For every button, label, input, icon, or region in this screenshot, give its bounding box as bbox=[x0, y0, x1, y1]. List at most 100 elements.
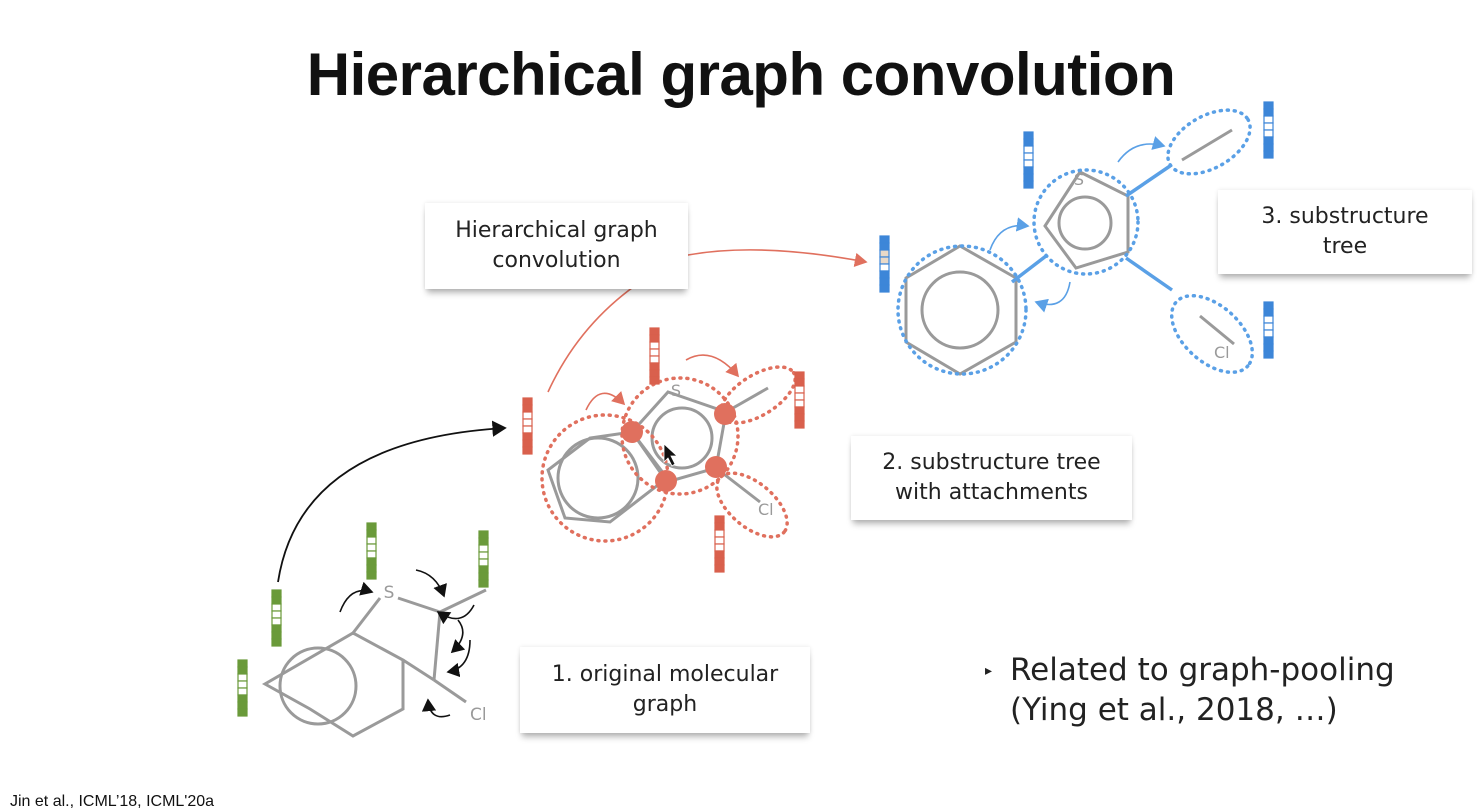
feature-cell bbox=[478, 537, 489, 546]
benzene-inner-circle-2 bbox=[556, 436, 640, 520]
feature-cell bbox=[1023, 159, 1034, 168]
slide-title: Hierarchical graph convolution bbox=[306, 41, 1176, 108]
methyl-node-line bbox=[1181, 128, 1233, 162]
original-molecule bbox=[261, 588, 487, 738]
feature-cell bbox=[714, 529, 725, 538]
chlorine-label: Cl bbox=[470, 705, 487, 725]
feature-cell bbox=[794, 406, 805, 415]
feature-cell bbox=[649, 376, 660, 385]
citation: Jin et al., ICML’18, ICML'20a bbox=[10, 793, 215, 810]
bond-2 bbox=[397, 596, 441, 614]
feature-cell bbox=[237, 659, 248, 668]
feature-cell bbox=[478, 544, 489, 553]
methyl-cluster-node bbox=[1166, 108, 1252, 176]
thiophene-inner-circle bbox=[650, 406, 714, 470]
feature-cell bbox=[271, 617, 282, 626]
feature-vector bbox=[714, 515, 725, 573]
feature-cell bbox=[522, 397, 533, 406]
feature-vector bbox=[649, 327, 660, 385]
feature-cell bbox=[1023, 173, 1034, 182]
feature-cell bbox=[1023, 145, 1034, 154]
bullet-line-2: (Ying et al., 2018, …) bbox=[1010, 692, 1338, 728]
feature-cell bbox=[237, 673, 248, 682]
feature-cell bbox=[366, 571, 377, 580]
callout-line: with attachments bbox=[895, 480, 1088, 505]
feature-cell bbox=[1263, 101, 1274, 110]
feature-cell bbox=[522, 432, 533, 441]
feature-cell bbox=[366, 522, 377, 531]
feature-cell bbox=[522, 411, 533, 420]
feature-cell bbox=[794, 413, 805, 422]
sulfur-label-3: S bbox=[1074, 170, 1084, 189]
attachment-node bbox=[655, 470, 677, 492]
message-arrows-1 bbox=[277, 420, 507, 718]
feature-cell bbox=[478, 565, 489, 574]
feature-cell bbox=[237, 687, 248, 696]
feature-cell bbox=[1263, 122, 1274, 131]
feature-cell bbox=[649, 355, 660, 364]
feature-cell bbox=[794, 385, 805, 394]
thiophene-node-inner bbox=[1057, 195, 1113, 251]
feature-cell bbox=[237, 680, 248, 689]
feature-cell bbox=[366, 557, 377, 566]
feature-vector bbox=[879, 235, 890, 293]
feature-cell bbox=[237, 701, 248, 710]
feature-cell bbox=[478, 530, 489, 539]
feature-vector bbox=[522, 397, 533, 455]
feature-cell bbox=[1263, 308, 1274, 317]
feature-cell bbox=[271, 603, 282, 612]
callout-step-2: 2. substructure tree with attachments bbox=[851, 436, 1132, 520]
thiophene-cluster-node bbox=[1032, 168, 1140, 276]
feature-cell bbox=[1263, 343, 1274, 352]
feature-cell bbox=[1023, 180, 1034, 189]
tree-edges bbox=[1010, 164, 1173, 292]
feature-cell bbox=[1263, 336, 1274, 345]
feature-cell bbox=[714, 564, 725, 573]
feature-cell bbox=[1263, 129, 1274, 138]
feature-cell bbox=[478, 551, 489, 560]
feature-cell bbox=[794, 392, 805, 401]
feature-cell bbox=[1023, 131, 1034, 140]
feature-vector bbox=[1263, 101, 1274, 159]
feature-cell bbox=[794, 420, 805, 429]
feature-cell bbox=[1263, 136, 1274, 145]
feature-cell bbox=[522, 418, 533, 427]
feature-cell bbox=[237, 666, 248, 675]
feature-cell bbox=[794, 399, 805, 408]
feature-cell bbox=[1263, 322, 1274, 331]
callout-line: 2. substructure tree bbox=[882, 450, 1101, 475]
feature-cell bbox=[794, 371, 805, 380]
feature-cell bbox=[649, 334, 660, 343]
feature-vector bbox=[1023, 131, 1034, 189]
feature-cell bbox=[879, 249, 890, 258]
chloro-cluster bbox=[715, 471, 789, 539]
bond-4 bbox=[402, 658, 435, 682]
feature-cell bbox=[649, 362, 660, 371]
feature-cell bbox=[366, 529, 377, 538]
feature-cell bbox=[478, 558, 489, 567]
feature-cell bbox=[271, 631, 282, 640]
feature-cell bbox=[649, 341, 660, 350]
chloro-cluster-node bbox=[1169, 293, 1255, 375]
benzene-node-inner bbox=[920, 270, 1000, 350]
thiophene-node bbox=[1043, 170, 1130, 270]
feature-cell bbox=[1263, 315, 1274, 324]
feature-vector bbox=[794, 371, 805, 429]
feature-cell bbox=[1263, 115, 1274, 124]
feature-cell bbox=[366, 536, 377, 545]
feature-cell bbox=[879, 263, 890, 272]
chlorine-label-2: Cl bbox=[758, 500, 774, 519]
feature-cell bbox=[879, 242, 890, 251]
tree-edge bbox=[1125, 164, 1171, 198]
feature-cell bbox=[794, 378, 805, 387]
feature-cell bbox=[714, 550, 725, 559]
feature-vector bbox=[366, 522, 377, 580]
feature-cell bbox=[1263, 150, 1274, 159]
chloro-bond bbox=[433, 678, 467, 704]
feature-cell bbox=[522, 446, 533, 455]
callout-line: convolution bbox=[492, 248, 621, 273]
feature-cell bbox=[1023, 138, 1034, 147]
feature-cell bbox=[522, 439, 533, 448]
cluster-outlines-blue bbox=[896, 108, 1255, 376]
